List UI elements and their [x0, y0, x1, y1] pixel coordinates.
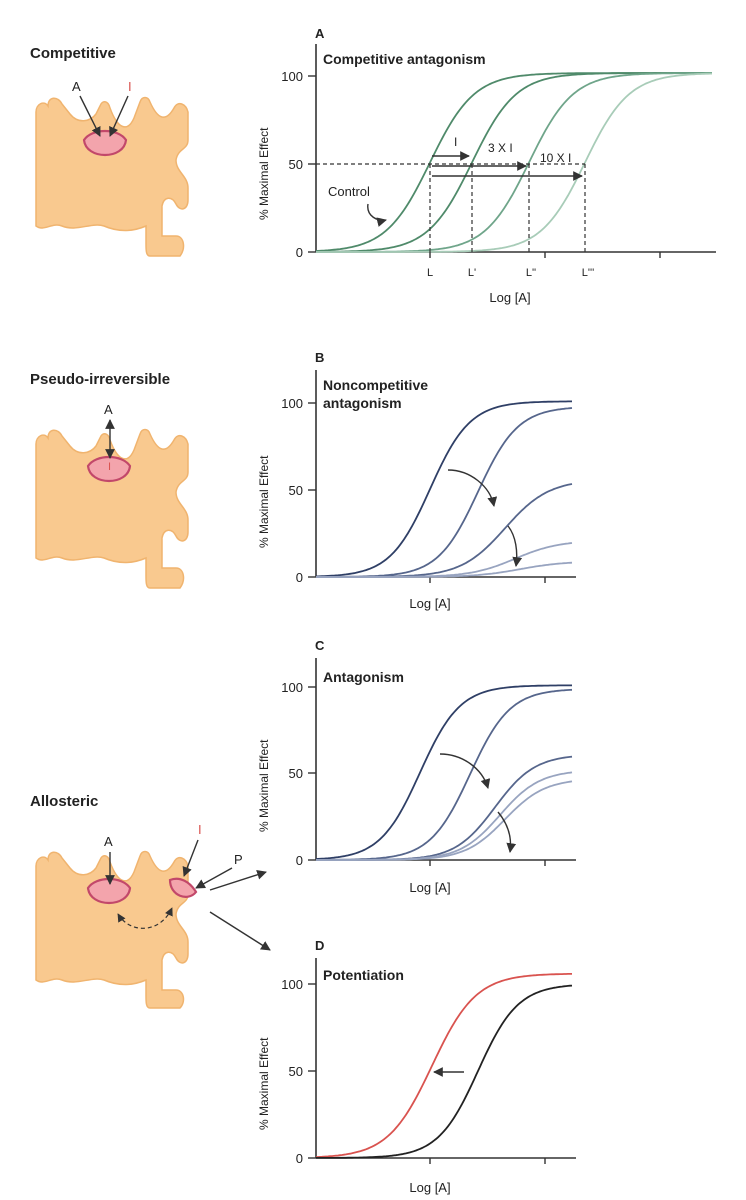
pseudo-title: Pseudo-irreversible [30, 371, 170, 388]
panel-A-xtick-L: L [427, 267, 433, 279]
panel-A-ylabel: % Maximal Effect [257, 127, 271, 220]
panel-C-curve-2 [316, 688, 573, 861]
panel-C-xlabel: Log [A] [409, 880, 450, 895]
panel-A-xtick-L2: L'' [526, 267, 536, 279]
panel-B-ytick-50: 50 [289, 483, 303, 498]
panel-D-xlabel: Log [A] [409, 1180, 450, 1195]
panel-B-curve-1 [316, 400, 572, 578]
panel-C-ytick-100: 100 [281, 680, 303, 695]
label-P-allosteric: P [234, 852, 243, 867]
panel-C-curve-5 [316, 780, 573, 861]
panel-D-ytick-100: 100 [281, 977, 303, 992]
panel-C-curve-1 [315, 684, 572, 860]
panel-C-curve-3 [316, 755, 573, 861]
panel-B-curves [316, 400, 573, 578]
panel-C-letter: C [315, 638, 325, 653]
svg-text:I: I [108, 461, 111, 473]
panel-A-title: Competitive antagonism [323, 51, 486, 67]
panel-A-letter: A [315, 26, 325, 41]
allosteric-title: Allosteric [30, 793, 98, 810]
panel-C-curve-4 [316, 771, 573, 861]
panel-C-ylabel: % Maximal Effect [257, 739, 271, 832]
panel-A-curve-10xI [316, 72, 712, 253]
arrow-P-allosteric [195, 867, 233, 889]
panel-A-curve-I [315, 72, 712, 253]
receptor-competitive [35, 96, 189, 257]
panel-A-ytick-100: 100 [281, 69, 303, 84]
panel-A-xtick-L1: L' [468, 267, 476, 279]
panel-A-curves [315, 72, 712, 253]
panel-D: D Potentiation % Maximal Effect 100 50 0… [257, 938, 576, 1195]
receptor-pseudo: I [35, 428, 189, 589]
panel-A-control-label: Control [328, 184, 370, 199]
receptor-allosteric [35, 850, 198, 1009]
panel-D-curve-control [316, 984, 573, 1159]
panel-A-arrow-label-10xI: 10 X I [540, 151, 571, 165]
panel-B-curve-3 [316, 483, 573, 578]
panel-D-ytick-0: 0 [296, 1151, 303, 1166]
panel-B-title-line2: antagonism [323, 395, 402, 411]
label-A-allosteric: A [104, 834, 113, 849]
panel-B-ylabel: % Maximal Effect [257, 455, 271, 548]
panel-D-ylabel: % Maximal Effect [257, 1037, 271, 1130]
panel-B: B Noncompetitive antagonism % Maximal Ef… [257, 350, 576, 611]
panel-D-curve-potentiated [315, 973, 572, 1158]
panel-D-ytick-50: 50 [289, 1064, 303, 1079]
panel-B-ytick-100: 100 [281, 396, 303, 411]
panel-C: C Antagonism % Maximal Effect 100 50 0 L… [257, 638, 576, 895]
panel-C-ytick-0: 0 [296, 853, 303, 868]
panel-A-arrow-label-I: I [454, 135, 457, 149]
panel-B-title: Noncompetitive [323, 377, 428, 393]
panel-A-ytick-0: 0 [296, 245, 303, 260]
panel-A-xtick-L3: L''' [582, 267, 594, 279]
panel-D-title: Potentiation [323, 967, 404, 983]
panel-A-curve-3xI [316, 72, 712, 253]
arrow-to-panel-D [209, 911, 271, 951]
panel-A-arrow-label-3xI: 3 X I [488, 141, 513, 155]
arrow-to-panel-C [209, 870, 267, 891]
panel-B-letter: B [315, 350, 324, 365]
panel-B-xlabel: Log [A] [409, 596, 450, 611]
arrow-I-allosteric [182, 839, 199, 877]
panel-B-ytick-0: 0 [296, 570, 303, 585]
panel-C-title: Antagonism [323, 669, 404, 685]
arrow-I-to-site [109, 95, 129, 137]
label-I-allosteric: I [198, 822, 202, 837]
label-A-competitive: A [72, 79, 81, 94]
panel-A: A Competitive antagonism % Maximal Effec… [257, 26, 716, 305]
panel-C-curves [315, 684, 573, 861]
label-I-competitive: I [128, 79, 132, 94]
panel-C-ytick-50: 50 [289, 766, 303, 781]
panel-A-xlabel: Log [A] [489, 290, 530, 305]
panel-B-curve-5 [316, 561, 573, 578]
panel-A-ytick-50: 50 [289, 157, 303, 172]
label-A-pseudo: A [104, 402, 113, 417]
panel-A-curve-control [315, 72, 712, 252]
panel-D-letter: D [315, 938, 324, 953]
competitive-title: Competitive [30, 45, 116, 62]
arrow-A-to-site [79, 95, 101, 137]
panel-D-curves [315, 973, 573, 1159]
